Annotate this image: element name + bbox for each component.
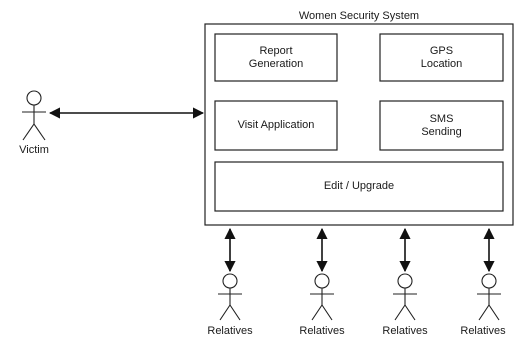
relative-label-1: Relatives [207,325,253,337]
relative-label-4: Relatives [460,325,506,337]
edit-upgrade-label: Edit / Upgrade [323,180,395,192]
gps-location-box [379,33,504,82]
visit-application-box [214,100,338,151]
relative-actor-figure-3 [393,273,417,321]
edit-upgrade-box [214,161,504,212]
victim-label: Victim [19,144,49,156]
visit-application-label: Visit Application [237,119,315,131]
sms-sending-label: SMS Sending [421,112,462,138]
relative-actor-figure-4 [477,273,501,321]
sms-sending-box [379,100,504,151]
relative-actor-figure-1 [218,273,242,321]
system-title: Women Security System [298,10,420,22]
report-generation-label: Report Generation [248,44,304,70]
relative-label-2: Relatives [299,325,345,337]
relative-actor-figure-2 [310,273,334,321]
victim-actor-figure [22,90,46,141]
report-generation-box [214,33,338,82]
relative-label-3: Relatives [382,325,428,337]
gps-location-label: GPS Location [420,44,463,70]
